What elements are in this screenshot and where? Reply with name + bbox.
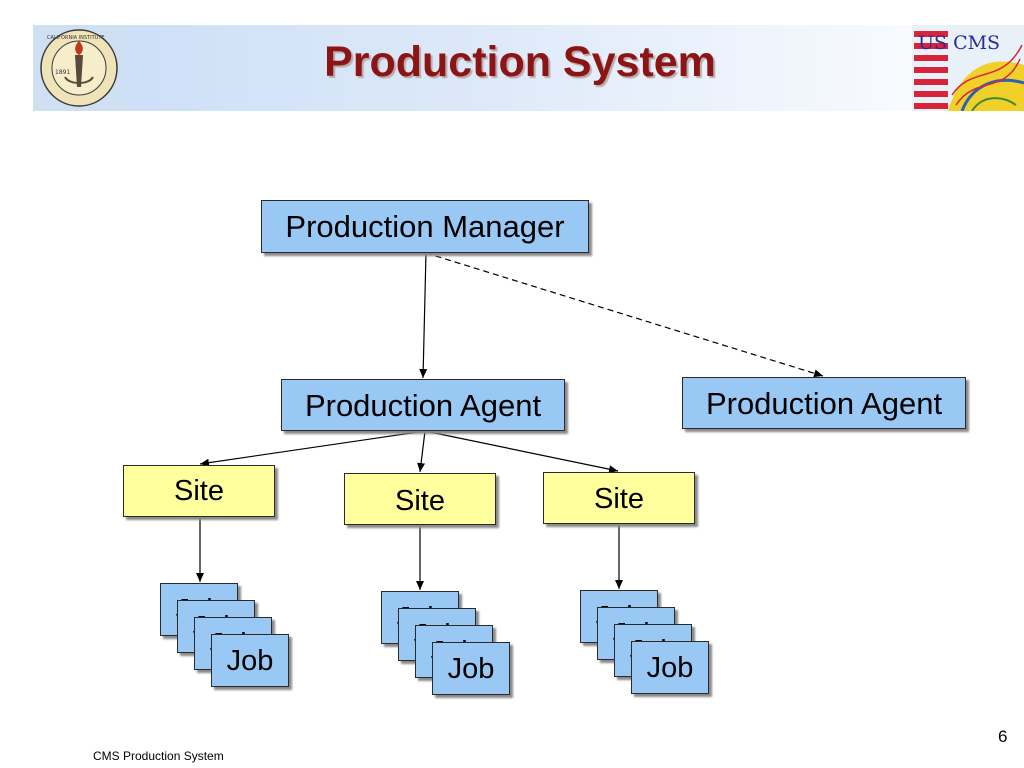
site-box: Site: [123, 465, 275, 517]
svg-text:US CMS: US CMS: [918, 32, 1000, 54]
title-banner: [33, 25, 1024, 111]
edge-manager-to-agent-2: [425, 252, 824, 378]
production-manager-label: Production Manager: [285, 209, 565, 244]
site-label: Site: [395, 485, 445, 517]
edge-agent-to-site-1: [199, 430, 426, 467]
job-label: Job: [226, 645, 274, 677]
job-box: Job: [432, 642, 510, 695]
production-agent-label: Production Agent: [304, 388, 542, 423]
svg-text:1891: 1891: [55, 69, 70, 76]
page-number: 6: [998, 727, 1008, 746]
job-box: Job: [211, 634, 289, 687]
production-agent-label: Production Agent: [705, 386, 943, 421]
production-agent-box: Production Agent: [281, 379, 565, 431]
production-agent-box: Production Agent: [682, 377, 966, 429]
job-label: Job: [646, 652, 694, 684]
caltech-seal-logo: 1891 CALIFORNIA INSTITUTE: [33, 25, 125, 111]
page-title: Production System: [324, 38, 716, 86]
edge-agent-to-site-2: [417, 430, 426, 473]
svg-text:CALIFORNIA INSTITUTE: CALIFORNIA INSTITUTE: [47, 35, 105, 41]
job-box: Job: [631, 641, 709, 694]
production-manager-box: Production Manager: [261, 200, 589, 253]
site-box: Site: [543, 472, 695, 524]
job-label: Job: [447, 653, 495, 685]
site-box: Site: [344, 473, 496, 525]
edge-manager-to-agent-1: [419, 252, 428, 379]
us-cms-logo: US CMS: [912, 25, 1024, 112]
site-label: Site: [594, 483, 644, 515]
footer-text: CMS Production System: [93, 749, 224, 763]
site-label: Site: [174, 475, 224, 507]
edge-agent-to-site-3: [424, 430, 619, 474]
